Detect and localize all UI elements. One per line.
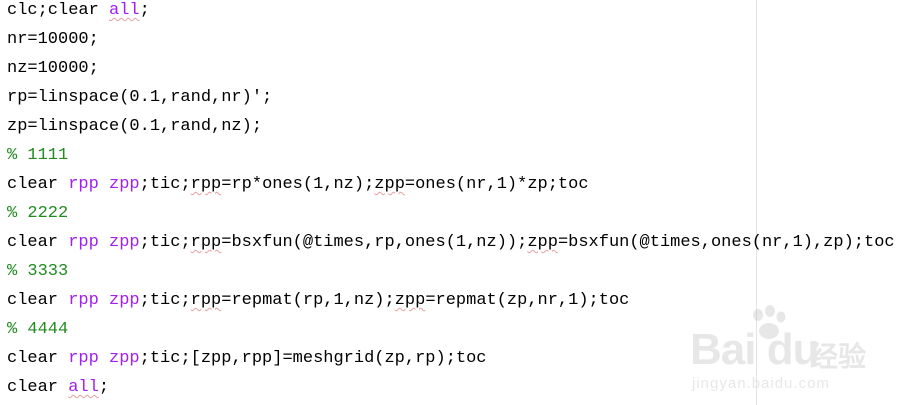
code-token: rpp <box>190 175 222 194</box>
code-line[interactable]: clear all; <box>7 373 895 402</box>
code-line[interactable]: clear rpp zpp;tic;[zpp,rpp]=meshgrid(zp,… <box>7 344 895 373</box>
paw-logo-icon <box>753 305 786 339</box>
code-line[interactable]: zp=linspace(0.1,rand,nz); <box>7 112 895 141</box>
code-token: rpp <box>190 291 222 310</box>
code-token: ; <box>98 378 110 397</box>
code-token: rpp zpp <box>68 233 140 252</box>
code-token: all <box>68 378 99 397</box>
code-line[interactable]: clear rpp zpp;tic;rpp=rp*ones(1,nz);zpp=… <box>7 170 895 199</box>
code-token: % 4444 <box>7 320 69 339</box>
code-token: clear <box>7 378 69 397</box>
watermark-logo-text: Bai du <box>690 325 819 374</box>
code-token: clear <box>7 349 69 368</box>
code-token: ;tic; <box>139 175 191 194</box>
code-token: ;tic; <box>139 291 191 310</box>
code-line[interactable]: % 1111 <box>7 141 895 170</box>
code-token: ;tic; <box>139 233 191 252</box>
code-token: nr=10000; <box>7 30 99 49</box>
code-line[interactable]: nz=10000; <box>7 54 895 83</box>
code-token: nz=10000; <box>7 59 99 78</box>
code-line[interactable]: % 4444 <box>7 315 895 344</box>
code-token: rpp zpp <box>68 291 140 310</box>
watermark-url: jingyan.baidu.com <box>692 375 830 392</box>
code-token: clear <box>7 291 69 310</box>
code-token: zpp <box>374 175 405 194</box>
code-line[interactable]: % 3333 <box>7 257 895 286</box>
code-token: % 1111 <box>7 146 69 165</box>
code-token: clear <box>7 233 69 252</box>
code-token: clc;clear <box>7 1 110 20</box>
code-token: zp=linspace(0.1,rand,nz); <box>7 117 263 136</box>
code-token: % 3333 <box>7 262 69 281</box>
code-line[interactable]: % 2222 <box>7 199 895 228</box>
code-token: rpp zpp <box>68 349 140 368</box>
code-token: =rp*ones(1,nz); <box>221 175 375 194</box>
right-margin-line <box>756 0 757 405</box>
baidu-jingyan-watermark: Bai du 经验 jingyan.baidu.com <box>690 305 900 400</box>
code-line[interactable]: clc;clear all; <box>7 0 895 25</box>
code-token: =repmat(zp,nr,1);toc <box>425 291 630 310</box>
code-token: zpp <box>527 233 558 252</box>
code-line[interactable]: clear rpp zpp;tic;rpp=repmat(rp,1,nz);zp… <box>7 286 895 315</box>
code-token: rpp <box>190 233 222 252</box>
code-token: % 2222 <box>7 204 69 223</box>
code-line[interactable]: rp=linspace(0.1,rand,nr)'; <box>7 83 895 112</box>
code-area[interactable]: clc;clear all; nr=10000; nz=10000; rp=linsp… <box>7 0 895 402</box>
code-token: =bsxfun(@times,ones(nr,1),zp);toc <box>557 233 895 252</box>
code-token: rpp zpp <box>68 175 140 194</box>
code-token: ;tic;[zpp,rpp]=meshgrid(zp,rp);toc <box>139 349 487 368</box>
code-token: ; <box>139 1 150 20</box>
code-token: zpp <box>394 291 426 310</box>
watermark-cn-text: 经验 <box>810 341 867 372</box>
code-token: all <box>109 1 140 20</box>
code-token: =bsxfun(@times,rp,ones(1,nz)); <box>221 233 528 252</box>
code-line[interactable]: nr=10000; <box>7 25 895 54</box>
code-token: clear <box>7 175 69 194</box>
code-token: =repmat(rp,1,nz); <box>221 291 395 310</box>
code-token: rp=linspace(0.1,rand,nr)'; <box>7 88 273 107</box>
code-line[interactable]: clear rpp zpp;tic;rpp=bsxfun(@times,rp,o… <box>7 228 895 257</box>
code-token: =ones(nr,1)*zp;toc <box>404 175 589 194</box>
